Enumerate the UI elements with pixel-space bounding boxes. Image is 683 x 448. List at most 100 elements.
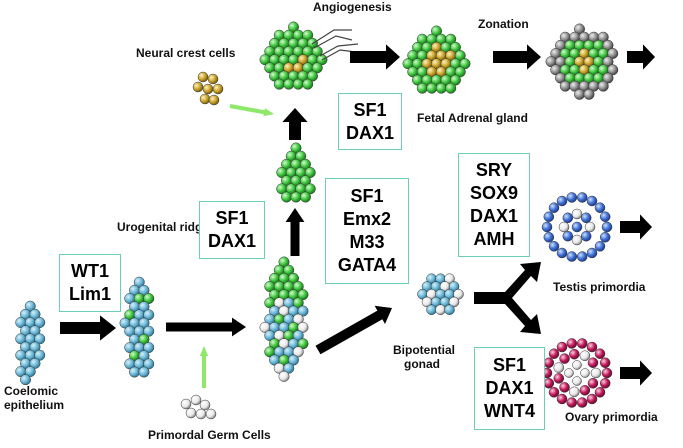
cell xyxy=(20,374,31,386)
cell xyxy=(143,293,155,304)
cell xyxy=(283,78,295,90)
arrow-neural-crest-in xyxy=(229,104,274,117)
zoned-adrenal-cluster xyxy=(545,23,619,100)
cell xyxy=(576,397,588,408)
cell xyxy=(292,346,304,358)
cell xyxy=(143,342,155,353)
zonation-label: Zonation xyxy=(478,17,529,31)
cell xyxy=(292,297,304,309)
cell xyxy=(444,304,455,315)
cell xyxy=(571,234,583,246)
cell xyxy=(304,167,316,178)
cell xyxy=(180,398,192,410)
cell xyxy=(138,333,150,345)
cell xyxy=(297,305,309,317)
wt1-lim1-box: WT1 Lim1 xyxy=(59,254,121,312)
cell xyxy=(199,399,211,411)
cell xyxy=(302,78,314,90)
cell xyxy=(586,341,598,353)
neural-crest-label: Neural crest cells xyxy=(136,46,236,60)
factor-sox9: SOX9 xyxy=(469,183,519,203)
cell xyxy=(444,273,455,284)
cell xyxy=(586,195,598,207)
cell xyxy=(459,58,471,70)
cell xyxy=(426,304,437,315)
cell xyxy=(138,317,150,329)
cell xyxy=(569,348,580,360)
cell xyxy=(143,309,155,321)
cell xyxy=(553,362,565,373)
cell xyxy=(607,64,619,76)
cell xyxy=(548,202,560,213)
bipotential-gonad-label-line2: gonad xyxy=(404,357,440,371)
cell xyxy=(574,88,585,100)
cell xyxy=(543,357,555,368)
cell xyxy=(571,221,583,233)
cell xyxy=(307,70,318,82)
factor-dax1: DAX1 xyxy=(207,231,256,251)
primordial-germ-cells-label: Primordal Germ Cells xyxy=(148,428,271,442)
arrow-angiogenesis-to-fetal-adrenal xyxy=(350,44,400,70)
urogenital-ridge-label: Urogenital ridge xyxy=(117,220,210,234)
factor-sf1: SF1 xyxy=(492,355,526,375)
cell xyxy=(580,368,590,378)
cell xyxy=(202,83,214,95)
arrow-testis-onward xyxy=(620,214,652,240)
cell xyxy=(302,29,314,41)
arrow-to-bipotential-gonad xyxy=(315,305,392,355)
cell xyxy=(599,232,611,243)
cell xyxy=(300,175,311,187)
factor-m33: M33 xyxy=(349,232,385,252)
cell xyxy=(572,376,582,386)
arrow-germ-cells-in xyxy=(199,346,209,388)
factor-sf1: SF1 xyxy=(350,186,384,206)
fetal-adrenal-cluster xyxy=(402,25,471,94)
cell xyxy=(192,81,204,93)
cell xyxy=(304,183,316,195)
cell xyxy=(29,341,41,353)
cell xyxy=(576,338,588,349)
ovary-cluster xyxy=(541,338,613,408)
cell xyxy=(571,208,583,220)
cell xyxy=(602,39,614,51)
arrow-to-zonation xyxy=(493,44,541,70)
cell xyxy=(564,368,574,378)
cell xyxy=(576,251,588,262)
factor-amh: AMH xyxy=(473,229,515,249)
cell xyxy=(24,300,36,312)
cell xyxy=(431,25,442,37)
factor-wnt4: WNT4 xyxy=(484,401,535,421)
factor-gata4: GATA4 xyxy=(337,255,397,275)
cell xyxy=(288,21,299,33)
cell-clusters xyxy=(15,21,619,420)
cell xyxy=(185,407,197,419)
factor-lim1: Lim1 xyxy=(68,284,111,304)
cell xyxy=(584,221,596,233)
neural-crest-cells xyxy=(192,71,224,106)
cell xyxy=(29,325,41,337)
cell xyxy=(138,350,150,362)
cell xyxy=(556,247,568,259)
cell xyxy=(138,366,150,378)
cell xyxy=(587,357,599,368)
gonad-factors-box: SF1 Emx2 M33 GATA4 xyxy=(325,178,409,284)
cell xyxy=(300,191,311,203)
testis-factors-box: SRY SOX9 DAX1 AMH xyxy=(458,153,530,257)
cell xyxy=(559,382,570,393)
cell xyxy=(594,387,606,398)
cell xyxy=(548,241,560,252)
arrow-up-to-primordium xyxy=(285,208,305,256)
angiogenesis-label: Angiogenesis xyxy=(313,0,392,14)
vessel xyxy=(311,29,352,45)
cell xyxy=(586,247,598,259)
cell xyxy=(586,393,598,405)
ridge-sf1-dax1-box: SF1 DAX1 xyxy=(199,201,265,259)
primordial-germ-cells xyxy=(180,394,217,420)
arrow-fork-testis-ovary xyxy=(474,262,541,334)
cell xyxy=(278,370,290,382)
cell xyxy=(559,80,571,92)
adrenal-angiogenesis-cluster xyxy=(259,21,328,90)
mesonephros-cluster xyxy=(119,276,155,378)
cell xyxy=(292,330,304,341)
